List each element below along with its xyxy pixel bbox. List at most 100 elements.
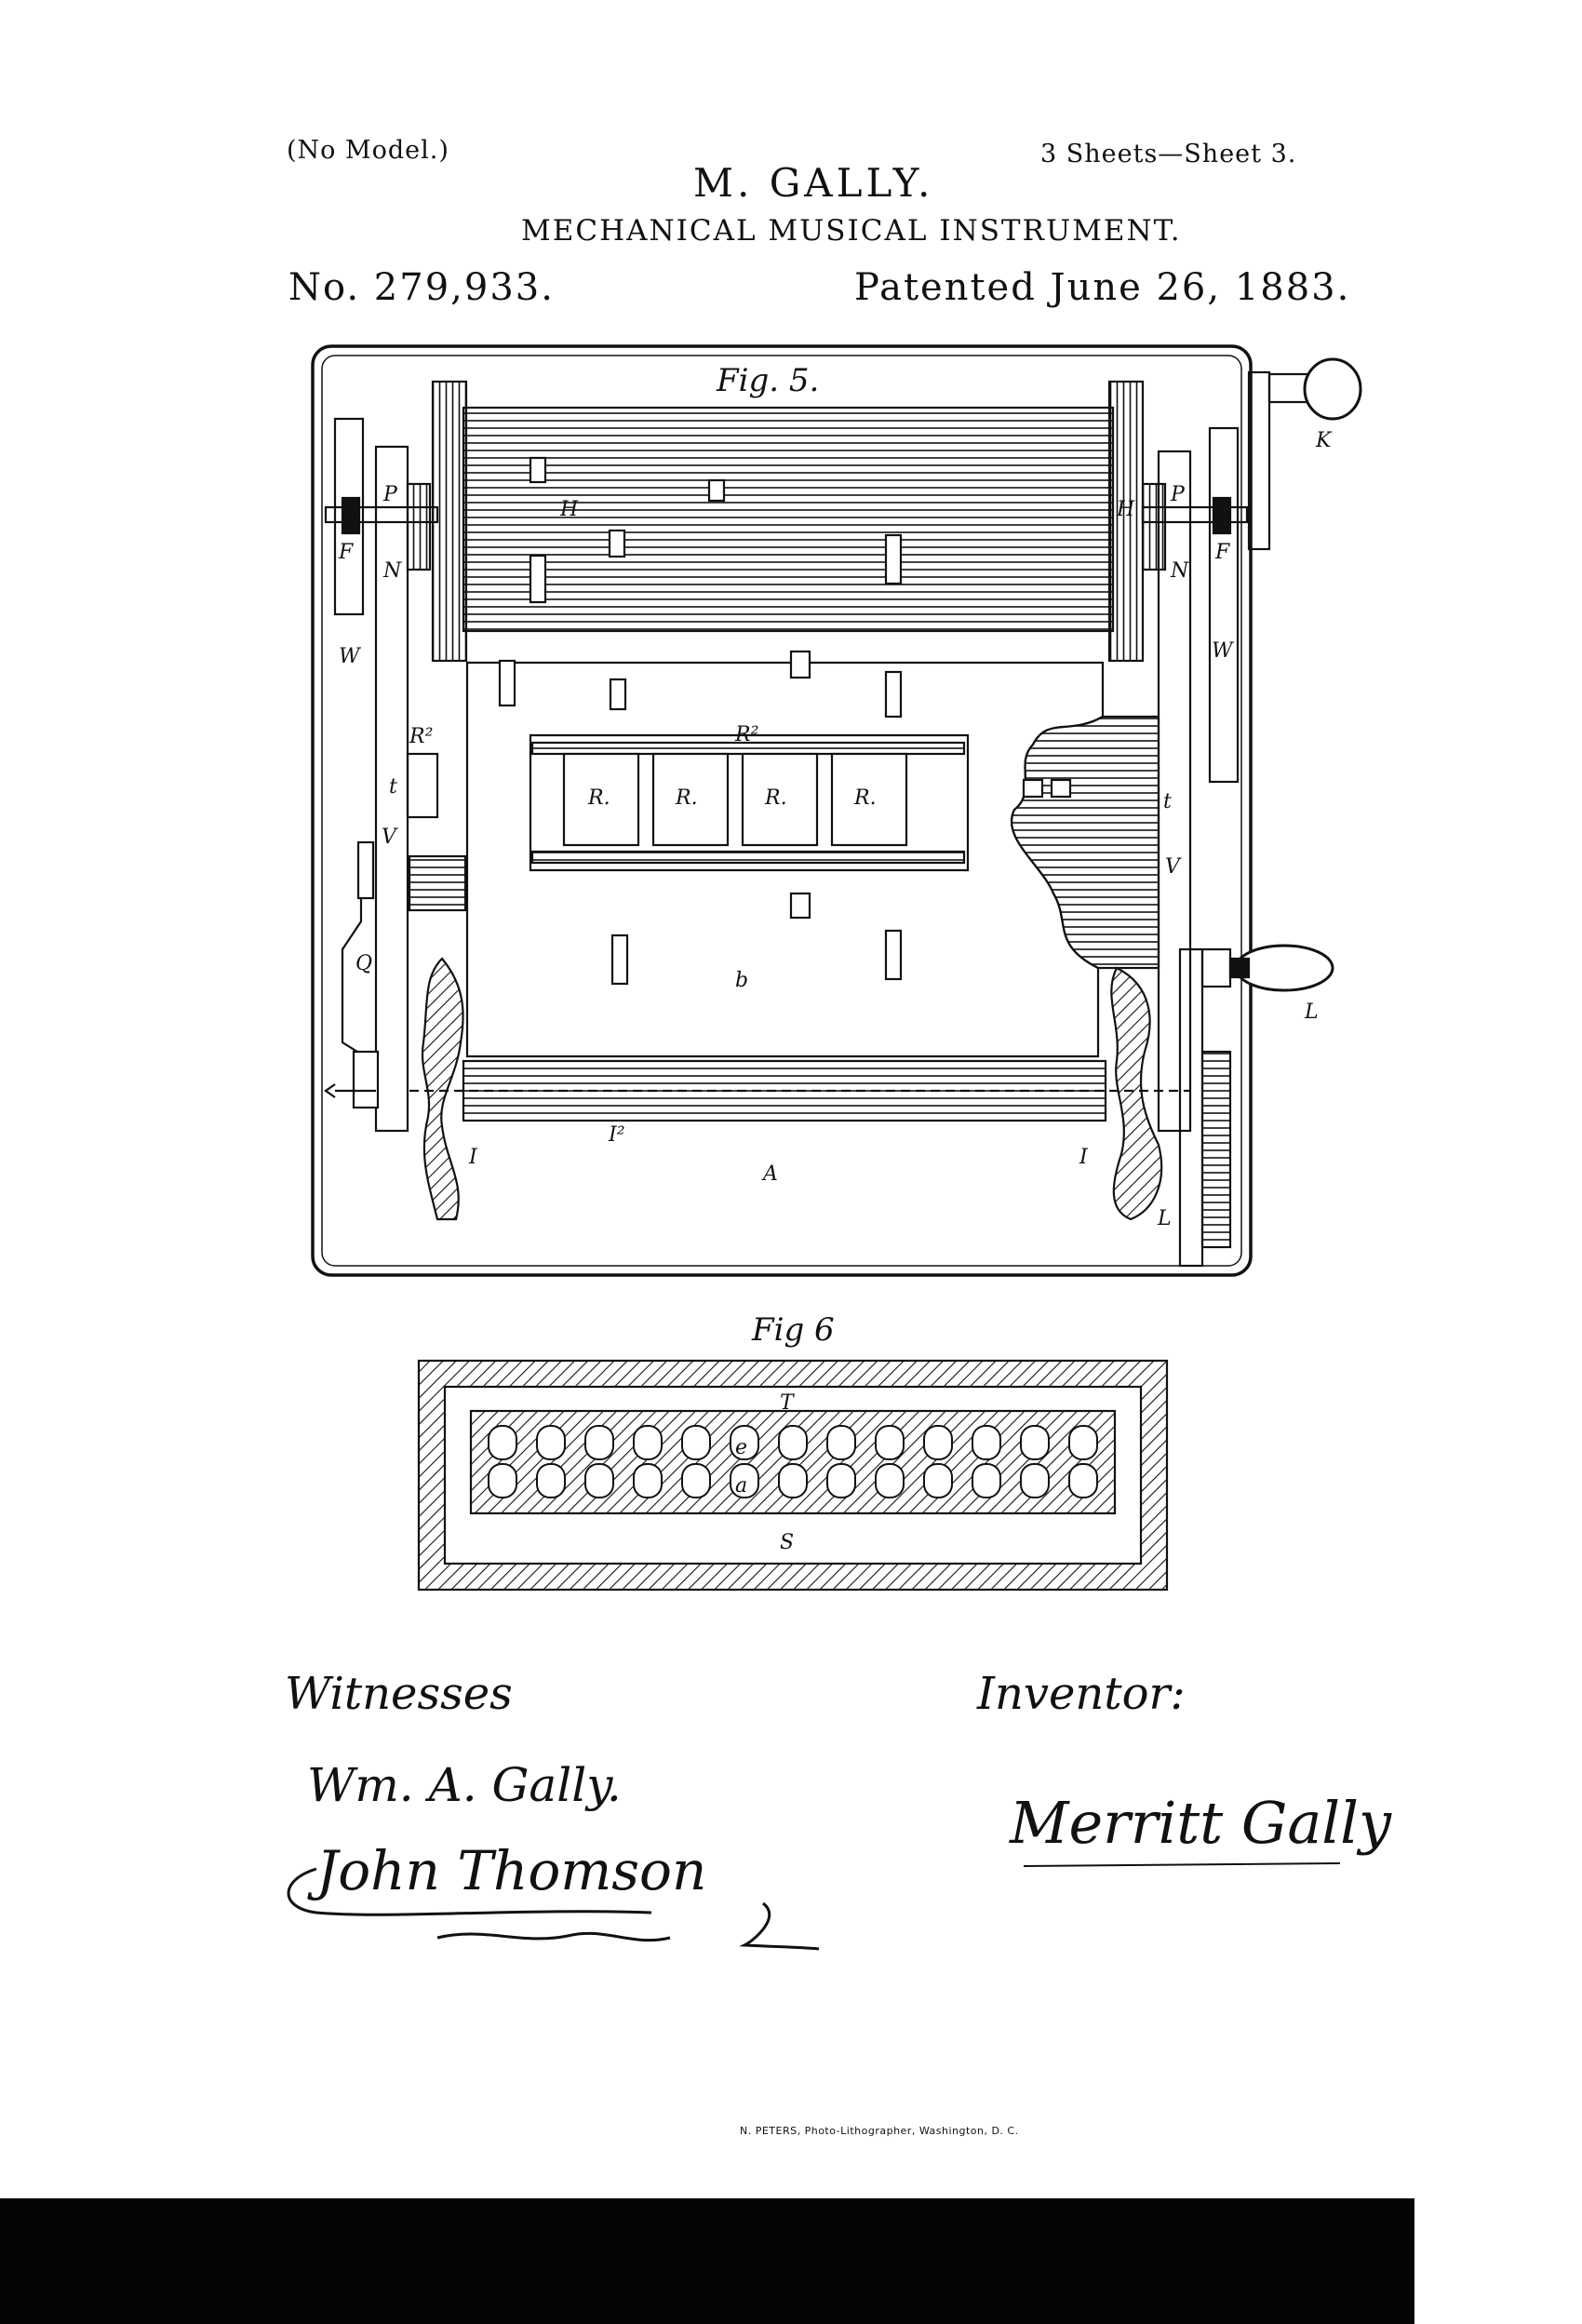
reed-hole-upper [730,1425,759,1460]
fig5-drawing [311,344,1362,1277]
roller-slot [707,478,726,503]
sheet-slot [884,670,903,719]
handle-hub-L [1200,947,1232,988]
label-L-bottom: L [1157,1207,1172,1230]
inventor-signature: Merritt Gally [1009,1789,1392,1857]
reed-hole-lower [584,1463,614,1498]
reed-hole-lower [826,1463,856,1498]
reed-hole-upper [875,1425,905,1460]
reed-opening-R [830,752,908,847]
sheet-slot [609,678,627,711]
sheet-slot [610,934,629,986]
label-a: a [735,1474,747,1498]
label-R2-center: R² [734,723,758,746]
left-post [333,417,365,616]
label-F-right: F [1214,541,1230,564]
reed-hole-upper [923,1425,953,1460]
witness-2-flourish [287,1867,652,1916]
right-bearing [1141,482,1167,571]
left-block-R2 [406,752,439,819]
reed-hole-upper [1020,1425,1050,1460]
reed-opening-R [741,752,819,847]
left-knob [352,1050,380,1109]
label-e: e [735,1436,747,1459]
label-I-left: I [468,1146,478,1169]
label-H-right: H [1116,498,1135,521]
sheet-slot [884,929,903,981]
reed-opening-R [651,752,730,847]
cutaway-slot [1050,778,1072,799]
left-shaft-collar [341,496,361,535]
reed-hole-lower [681,1463,711,1498]
reed-hole-lower [972,1463,1001,1498]
reed-hole-upper [488,1425,517,1460]
label-R-4: R. [853,786,877,810]
handle-grip-L [1234,944,1334,992]
left-shaft [324,505,439,524]
reed-hole-upper [536,1425,566,1460]
left-bearing [406,482,432,571]
label-F-left: F [338,541,354,564]
right-shaft-collar [1212,496,1232,535]
witness-1-signature: Wm. A. Gally. [307,1758,622,1812]
witnesses-label: Witnesses [285,1668,513,1720]
fig6-caption: Fig 6 [751,1311,835,1349]
sheet-count: 3 Sheets—Sheet 3. [1040,140,1297,168]
roller-slot [529,554,547,604]
sheet-slot [789,650,811,679]
label-N-right: N [1170,559,1189,583]
inventor-signature-line [1023,1862,1341,1867]
label-S: S [780,1531,794,1554]
reed-hole-upper [778,1425,808,1460]
roller-slot [884,533,903,585]
crank-arm-K [1247,370,1271,551]
label-N-left: N [382,559,402,583]
fig6-reed-holes [488,1425,1098,1498]
reed-hole-upper [826,1425,856,1460]
label-t-left: t [389,775,397,799]
label-R-1: R. [587,786,610,810]
patent-date: Patented June 26, 1883. [854,266,1351,309]
inventor-name-heading: M. GALLY. [693,160,934,206]
reed-hole-upper [972,1425,1001,1460]
fig6-labels: T S e a [735,1391,796,1554]
signature-block: Witnesses Inventor: Wm. A. Gally. John T… [285,1668,1392,1951]
scan-bottom-edge [0,2198,1414,2324]
inventor-label: Inventor: [976,1668,1186,1720]
reed-hole-lower [778,1463,808,1498]
label-W-right: W [1212,639,1235,663]
label-b: b [735,969,748,992]
fig5-labels: H H P P F F N N W W R² R² t t V V Q R. R… [338,429,1333,1230]
reed-hole-lower [1020,1463,1050,1498]
label-A: A [761,1162,778,1186]
fig5-base-frame [311,344,1253,1277]
label-H-left: H [559,498,579,521]
label-R-3: R. [764,786,787,810]
fig5-base-inner-frame [321,355,1242,1267]
upper-ribbed-roller [462,406,1115,633]
reed-hole-lower [923,1463,953,1498]
patent-title: MECHANICAL MUSICAL INSTRUMENT. [521,214,1182,248]
reed-hole-lower [730,1463,759,1498]
label-V-left: V [382,826,398,849]
label-T: T [780,1391,796,1415]
reed-hole-lower [536,1463,566,1498]
reed-hole-lower [488,1463,517,1498]
reed-hole-lower [1068,1463,1098,1498]
printer-credit: N. PETERS, Photo-Lithographer, Washingto… [740,2125,1019,2137]
right-shaft [1141,505,1249,524]
label-W-left: W [339,645,362,668]
label-Q: Q [355,952,372,975]
label-R2-left: R² [409,725,433,748]
no-model-note: (No Model.) [287,136,449,165]
reed-hole-upper [633,1425,663,1460]
reed-hole-upper [1068,1425,1098,1460]
sheet-slot [498,659,516,707]
label-t-right: t [1163,790,1172,813]
cutaway-slot [1022,778,1044,799]
roller-slot [529,456,547,484]
reed-hole-lower [875,1463,905,1498]
roller-slot [608,529,626,558]
crank-handle-K [1303,357,1362,421]
